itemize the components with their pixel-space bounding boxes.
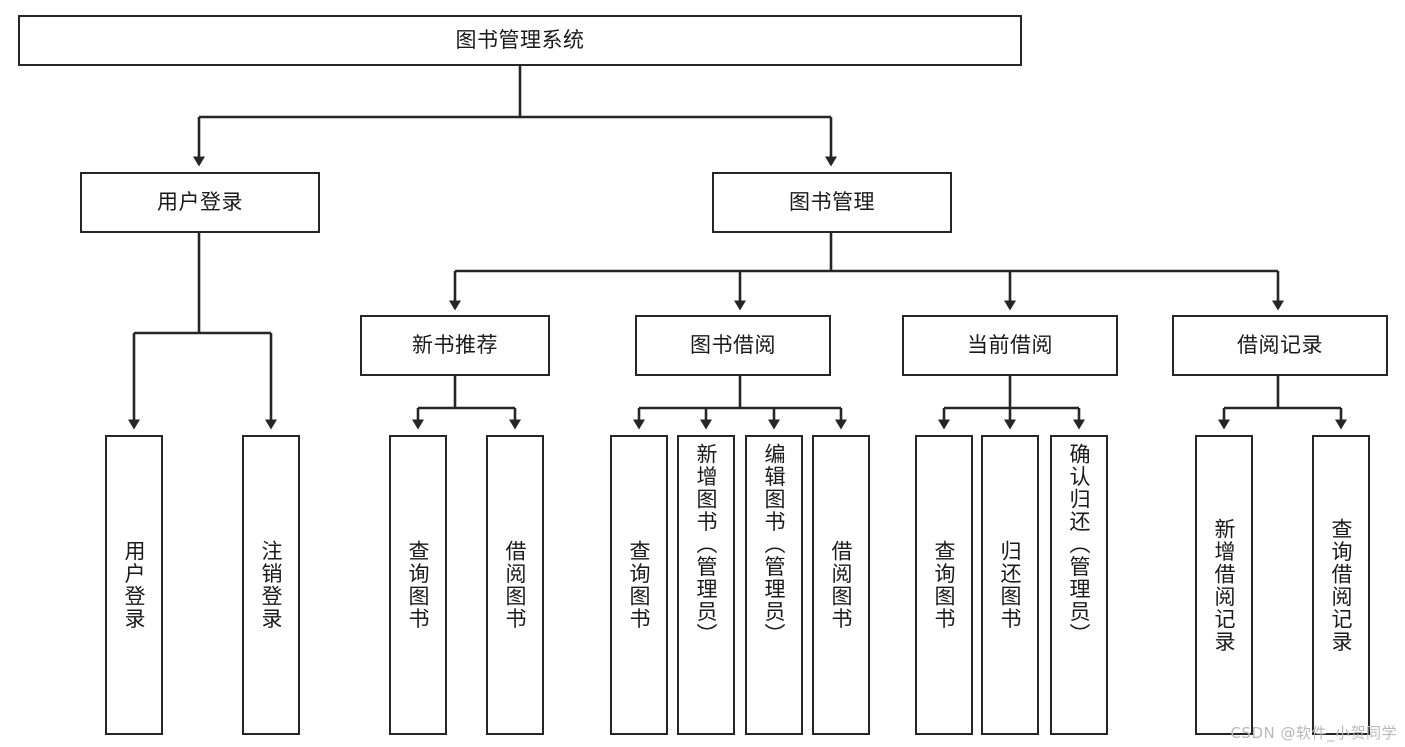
node-leaf-query-book-1[interactable]: 查询图书: [389, 435, 447, 735]
node-leaf-query-record-label: 查询借阅记录: [1329, 517, 1354, 653]
node-book-borrow-label: 图书借阅: [690, 333, 776, 358]
node-leaf-query-book-3-label: 查询图书: [932, 540, 957, 630]
node-leaf-query-record[interactable]: 查询借阅记录: [1312, 435, 1370, 735]
node-leaf-add-record-label: 新增借阅记录: [1212, 517, 1237, 653]
node-root-label: 图书管理系统: [455, 28, 585, 53]
node-borrow-record-label: 借阅记录: [1237, 333, 1323, 358]
node-root[interactable]: 图书管理系统: [18, 15, 1022, 66]
node-leaf-edit-book-label: 编辑图书（管理员）: [762, 443, 787, 646]
node-leaf-add-record[interactable]: 新增借阅记录: [1195, 435, 1253, 735]
node-new-book-recommend[interactable]: 新书推荐: [360, 315, 550, 376]
node-leaf-add-book-label: 新增图书（管理员）: [694, 443, 719, 646]
node-borrow-record[interactable]: 借阅记录: [1172, 315, 1388, 376]
node-leaf-return-book[interactable]: 归还图书: [981, 435, 1039, 735]
node-leaf-borrow-book-1[interactable]: 借阅图书: [486, 435, 544, 735]
node-user-login-label: 用户登录: [157, 190, 243, 215]
node-leaf-confirm-return[interactable]: 确认归还（管理员）: [1050, 435, 1108, 735]
node-leaf-borrow-book-1-label: 借阅图书: [503, 540, 528, 630]
node-current-borrow-label: 当前借阅: [967, 333, 1053, 358]
node-leaf-query-book-2-label: 查询图书: [627, 540, 652, 630]
node-leaf-return-book-label: 归还图书: [998, 540, 1023, 630]
node-new-book-recommend-label: 新书推荐: [412, 333, 498, 358]
csdn-watermark: CSDN @软件_小贺同学: [1230, 724, 1397, 742]
node-leaf-logout-login-label: 注销登录: [259, 540, 284, 630]
node-leaf-query-book-3[interactable]: 查询图书: [915, 435, 973, 735]
node-book-manage[interactable]: 图书管理: [712, 172, 952, 233]
node-current-borrow[interactable]: 当前借阅: [902, 315, 1118, 376]
node-leaf-user-login-label: 用户登录: [122, 540, 147, 630]
node-leaf-query-book-2[interactable]: 查询图书: [610, 435, 668, 735]
node-book-borrow[interactable]: 图书借阅: [635, 315, 831, 376]
node-leaf-borrow-book-2-label: 借阅图书: [829, 540, 854, 630]
node-user-login[interactable]: 用户登录: [80, 172, 320, 233]
node-book-manage-label: 图书管理: [789, 190, 875, 215]
node-leaf-add-book[interactable]: 新增图书（管理员）: [677, 435, 735, 735]
node-leaf-edit-book[interactable]: 编辑图书（管理员）: [745, 435, 803, 735]
node-leaf-confirm-return-label: 确认归还（管理员）: [1067, 443, 1092, 646]
node-leaf-query-book-1-label: 查询图书: [406, 540, 431, 630]
node-leaf-borrow-book-2[interactable]: 借阅图书: [812, 435, 870, 735]
node-leaf-user-login[interactable]: 用户登录: [105, 435, 163, 735]
node-leaf-logout-login[interactable]: 注销登录: [242, 435, 300, 735]
